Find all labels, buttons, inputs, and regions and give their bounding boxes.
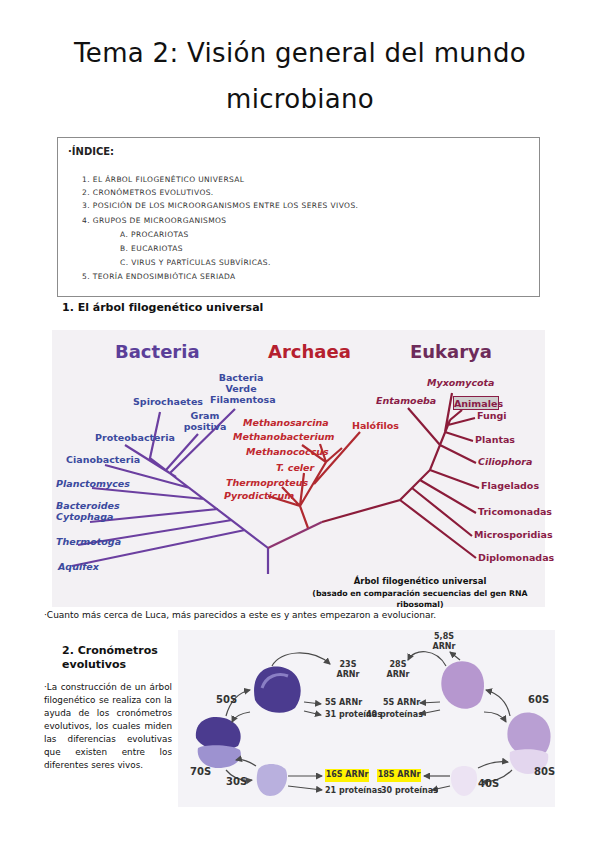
rrna-label: 18S ARNr: [377, 770, 421, 780]
note-text: ·Cuanto más cerca de Luca, más parecidos…: [44, 609, 574, 621]
highlight-box: 16S ARNr: [325, 769, 369, 782]
eukarya-branches: [322, 393, 479, 558]
section-heading: 1. El árbol filogenético universal: [62, 301, 312, 315]
taxon-name: Planctomyces: [56, 478, 146, 489]
arrow: [288, 786, 322, 790]
rrna-label: 23S ARNr: [332, 660, 364, 680]
ribosome-40s: [451, 766, 477, 796]
taxon-name: Microsporidias: [474, 529, 546, 540]
taxon-name: Thermoproteus: [226, 477, 316, 488]
figure-caption: (basado en comparación secuencias del ge…: [290, 588, 550, 610]
protein-label: 30 proteínas: [381, 786, 451, 796]
subunit-label: 40S: [478, 778, 508, 790]
arrow: [232, 712, 250, 722]
arrow: [408, 652, 446, 666]
arrow: [420, 710, 440, 714]
domain-name: Eukarya: [410, 341, 500, 363]
taxon-name: Animales: [454, 398, 498, 409]
protein-label: 40 proteínas: [366, 710, 436, 720]
arrow: [478, 762, 508, 768]
rrna-label: 5S ARNr: [325, 698, 385, 708]
taxon-name: Gram positiva: [182, 410, 228, 432]
arrow: [420, 702, 440, 703]
arrow: [304, 711, 321, 715]
paragraph: ·La construcción de un árbol filogenétic…: [44, 681, 172, 772]
taxon-name: Entamoeba: [376, 395, 446, 406]
taxon-name: Methanobacterium: [233, 431, 333, 442]
taxon-name: Bacteria Verde Filamentosa: [210, 372, 272, 405]
arrow: [304, 702, 321, 704]
rrna-label: 5,8S ARNr: [428, 632, 460, 652]
taxon-name: Aquifex: [58, 561, 138, 572]
taxon-name: Myxomycota: [427, 377, 507, 388]
tree-trunk: [268, 522, 322, 548]
subunit-label: 30S: [226, 776, 256, 788]
index-item: 4. GRUPOS DE MICROORGANISMOS: [82, 216, 522, 226]
arrow: [288, 775, 322, 776]
index-item: 1. EL ÁRBOL FILOGENÉTICO UNIVERSAL: [82, 175, 522, 185]
highlight-box: Animales: [453, 396, 499, 410]
rrna-label: 5S ARNr: [383, 698, 443, 708]
subunit-label: 60S: [528, 694, 558, 706]
taxon-name: Halófilos: [352, 420, 422, 431]
index-item: 2. CRONÓMETROS EVOLUTIVOS.: [82, 188, 522, 198]
arrow: [484, 712, 506, 722]
subunit-label: 50S: [216, 694, 246, 706]
index-item: C. VIRUS Y PARTÍCULAS SUBVÍRICAS.: [120, 258, 560, 268]
ribosome-background: [178, 630, 555, 807]
tree-background: [52, 330, 545, 607]
index-heading: ·ÍNDICE:: [68, 146, 114, 157]
rrna-label: 16S ARNr: [325, 770, 369, 780]
ribosome-arrows: [226, 652, 512, 790]
subunit-label: 70S: [190, 766, 220, 778]
taxon-name: Thermotoga: [56, 536, 136, 547]
index-item: B. EUCARIOTAS: [120, 244, 560, 254]
figure-caption: Árbol filogenético universal: [300, 576, 540, 587]
taxon-name: T. celer: [276, 462, 336, 473]
arrow: [424, 775, 450, 776]
index-item: 5. TEORÍA ENDOSIMBIÓTICA SERIADA: [82, 272, 522, 282]
taxon-name: Methanosarcina: [243, 417, 333, 428]
domain-name: Bacteria: [115, 341, 205, 363]
taxon-name: Proteobacteria: [95, 432, 185, 443]
ribosome-highlight: [262, 675, 288, 689]
taxon-name: Fungi: [477, 410, 537, 421]
ribosome-30s: [257, 764, 287, 796]
ribosome-70s-small: [198, 745, 241, 768]
taxon-name: Plantas: [475, 434, 535, 445]
arrow: [236, 760, 256, 766]
taxon-name: Flagelados: [481, 480, 545, 491]
arrow: [450, 652, 460, 660]
taxon-name: Pyrodicticum: [224, 490, 314, 501]
ribosome-70s-large: [196, 717, 241, 750]
taxon-name: Bacteroides Cytophaga: [56, 500, 122, 522]
taxon-name: Diplomonadas: [478, 552, 548, 563]
page-title: Tema 2: Visión general del mundo microbi…: [45, 30, 555, 122]
rrna-label: 28S ARNr: [382, 660, 414, 680]
ribosome-50s: [254, 667, 301, 713]
index-item: A. PROCARIOTAS: [120, 230, 560, 240]
taxon-name: Tricomonadas: [478, 506, 548, 517]
arrow: [272, 653, 330, 666]
index-item: 3. POSICIÓN DE LOS MICROORGANISMOS ENTRE…: [82, 201, 522, 211]
ribosome-60s: [441, 661, 484, 709]
taxon-name: Cianobacteria: [66, 454, 156, 465]
subunit-label: 80S: [534, 766, 564, 778]
index-box: ·ÍNDICE: 1. EL ÁRBOL FILOGENÉTICO UNIVERS…: [57, 137, 540, 297]
domain-name: Archaea: [268, 341, 358, 363]
highlight-box: 18S ARNr: [377, 769, 421, 782]
taxon-name: Methanococcus: [246, 446, 336, 457]
taxon-name: Spirochaetes: [133, 396, 213, 407]
taxon-name: Ciliophora: [478, 456, 544, 467]
section-heading: 2. Cronómetros evolutivos: [62, 644, 162, 672]
